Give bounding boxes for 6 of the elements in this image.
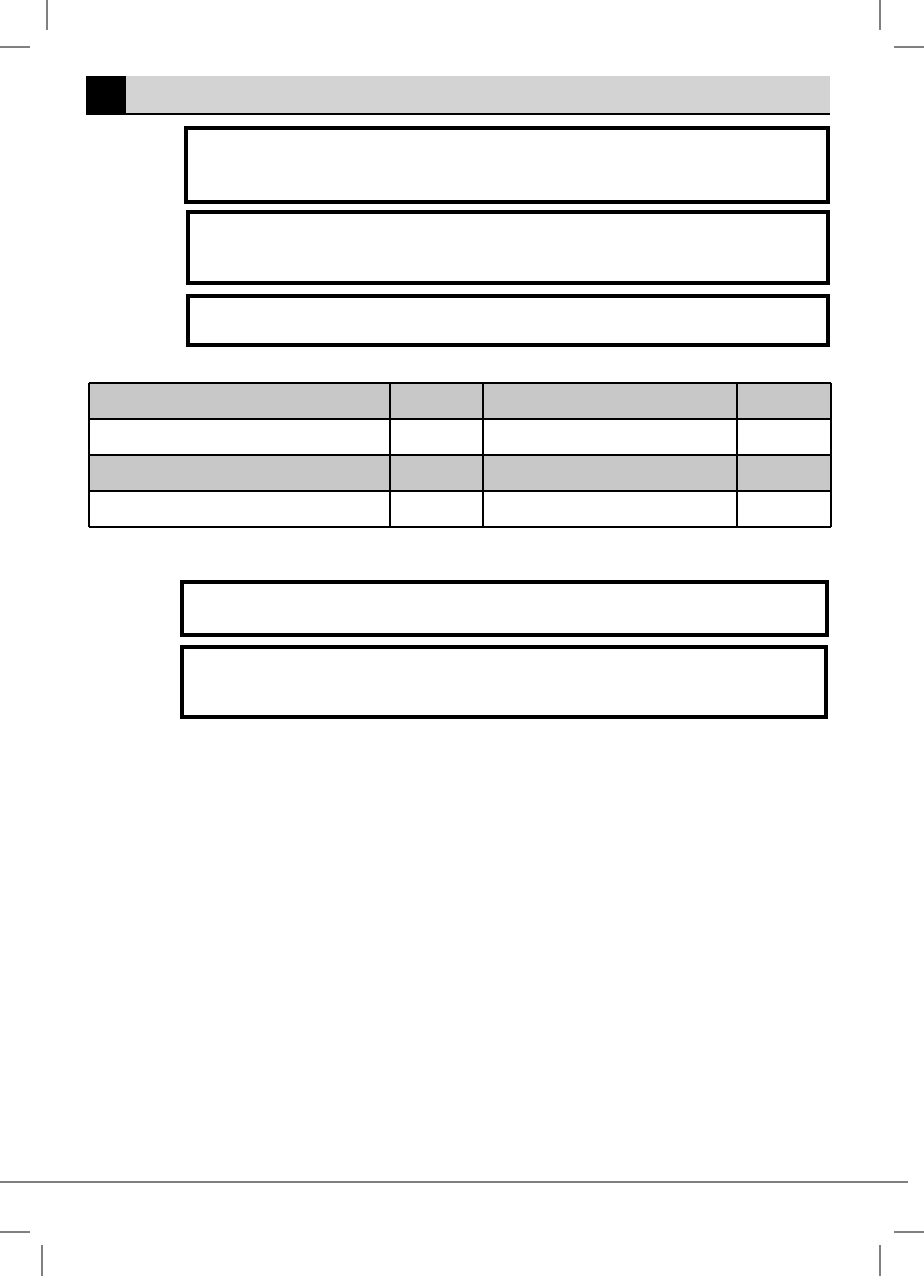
empty-box — [180, 645, 828, 719]
empty-box — [186, 210, 830, 285]
empty-box — [180, 580, 829, 637]
empty-box — [186, 294, 830, 347]
empty-box — [184, 126, 830, 204]
heading-bar — [86, 76, 830, 115]
